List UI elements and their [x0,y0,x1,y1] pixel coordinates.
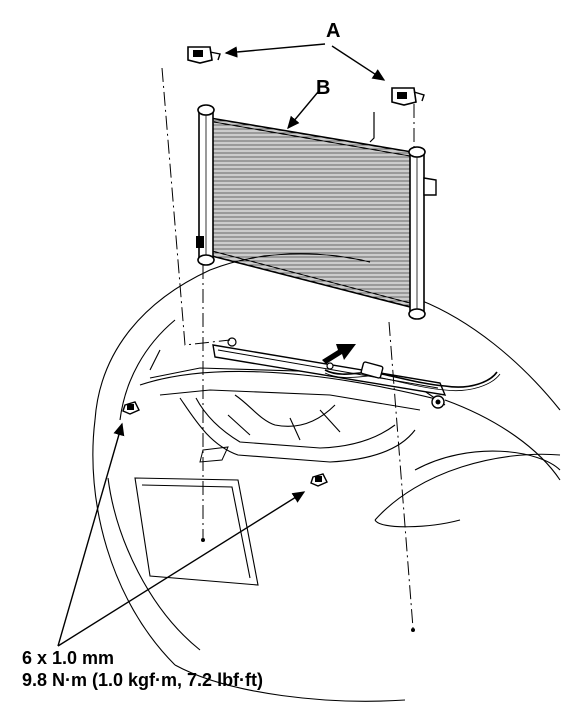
right-mounting-bracket [391,87,425,106]
wiring-harness [324,361,501,392]
condenser-core [207,117,415,310]
installation-direction-arrow [322,344,356,364]
bracket-b-leader [369,112,375,143]
condenser-right-tank [408,146,437,320]
right-bolt [310,473,328,487]
condenser-left-tank [196,104,215,266]
car-body [92,253,561,702]
callout-a-label: A [326,20,341,42]
callout-a-leaders [224,43,386,81]
left-bolt [122,401,140,415]
alignment-lines [161,67,415,629]
license-plate-recess [134,477,259,586]
bolt-spec-leaders [57,422,306,647]
callout-b-leader [287,91,319,130]
lower-support-bracket [212,337,447,409]
callout-b-label: B [316,77,331,99]
bolt-torque-label: 9.8 N·m (1.0 kgf·m, 7.2 lbf·ft) [22,670,264,690]
lower-center-marks [201,538,415,632]
bolt-size-label: 6 x 1.0 mm [22,648,115,668]
emblem [199,446,229,463]
left-mounting-bracket [187,46,221,64]
